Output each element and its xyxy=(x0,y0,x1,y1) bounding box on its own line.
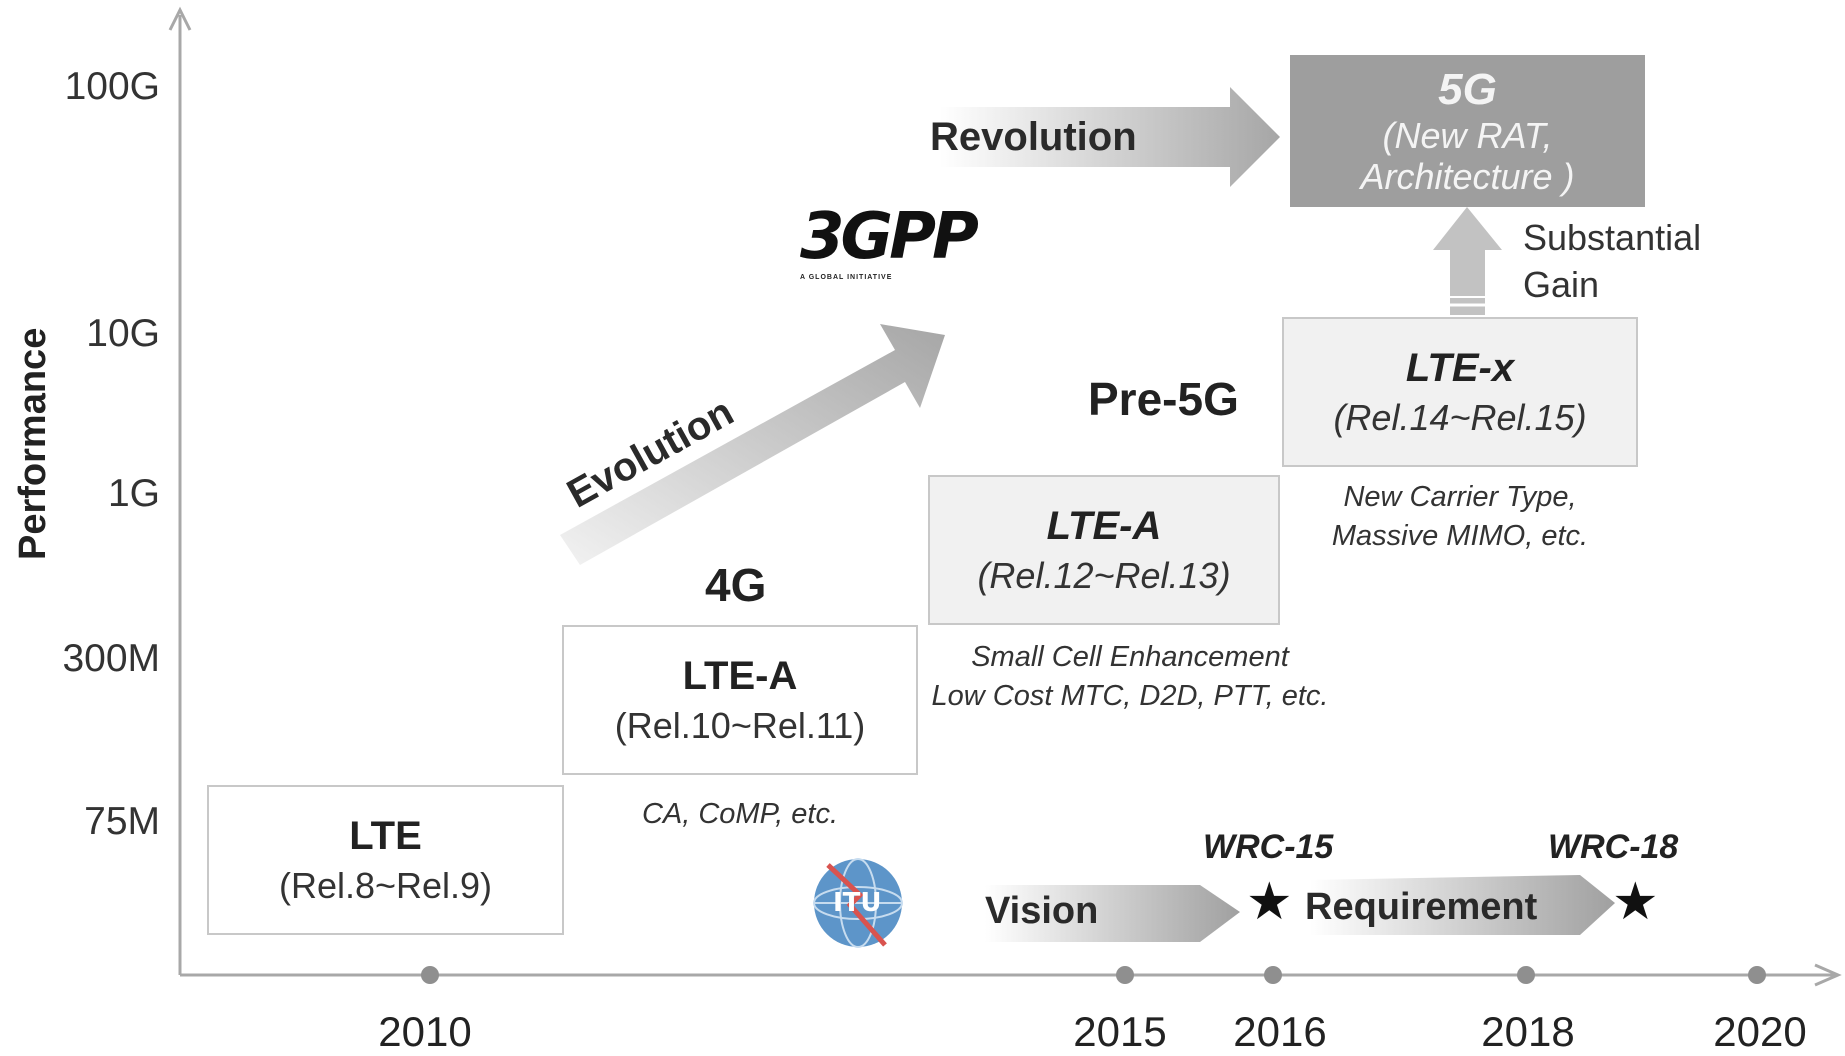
x-tick-2018: 2018 xyxy=(1481,1008,1575,1055)
lte-x-title: LTE-x xyxy=(1405,345,1515,390)
x-dot-2015 xyxy=(1116,966,1134,984)
wrc-15-label: WRC-15 xyxy=(1203,828,1334,866)
y-tick-75m: 75M xyxy=(84,800,160,843)
stage-pre-5g-label: Pre-5G xyxy=(1088,373,1239,425)
evolution-arrow xyxy=(560,324,945,565)
lte-a-pre5g-title: LTE-A xyxy=(1046,503,1162,548)
wrc-18-label: WRC-18 xyxy=(1548,828,1679,866)
lte-release: (Rel.8~Rel.9) xyxy=(278,864,493,906)
lte-a-4g-title: LTE-A xyxy=(682,653,798,698)
vision-arrow xyxy=(985,885,1240,942)
requirement-label: Requirement xyxy=(1305,886,1538,928)
itu-logo-text: ITU xyxy=(833,888,882,918)
lte-a-pre5g-note-line1: Small Cell Enhancement xyxy=(971,641,1289,673)
x-tick-2020: 2020 xyxy=(1713,1008,1807,1055)
wrc-15-star-icon: ★ xyxy=(1246,873,1293,931)
x-axis-arrowhead xyxy=(1814,963,1842,987)
y-axis-arrowhead xyxy=(168,6,192,31)
lte-box: LTE (Rel.8~Rel.9) xyxy=(207,785,564,935)
lte-x-release: (Rel.14~Rel.15) xyxy=(1333,396,1587,438)
5g-line1: (New RAT, xyxy=(1382,114,1553,156)
x-dot-2018 xyxy=(1517,966,1535,984)
stage-4g-label: 4G xyxy=(705,559,767,611)
lte-x-note-line2: Massive MIMO, etc. xyxy=(1331,520,1589,553)
lte-x-box: LTE-x (Rel.14~Rel.15) xyxy=(1282,317,1638,467)
5g-title: 5G xyxy=(1438,64,1497,114)
y-tick-300m: 300M xyxy=(62,637,160,680)
x-dot-2010 xyxy=(421,966,439,984)
substantial-gain-label: Substantial Gain xyxy=(1523,215,1701,309)
wrc-18-star-icon: ★ xyxy=(1612,873,1659,931)
revolution-label: Revolution xyxy=(930,115,1137,159)
substantial-gain-arrow xyxy=(1433,207,1502,315)
y-tick-10g: 10G xyxy=(86,312,160,355)
x-tick-2010: 2010 xyxy=(378,1008,472,1055)
x-tick-2015: 2015 xyxy=(1073,1008,1167,1055)
revolution-arrow xyxy=(940,87,1280,187)
lte-a-pre5g-box: LTE-A (Rel.12~Rel.13) xyxy=(928,475,1280,625)
lte-a-4g-note: CA, CoMP, etc. xyxy=(641,798,839,830)
lte-x-note: New Carrier Type, Massive MIMO, etc. xyxy=(1290,478,1630,556)
lte-a-4g-release: (Rel.10~Rel.11) xyxy=(614,704,866,746)
substantial-gain-line1: Substantial xyxy=(1523,217,1702,258)
x-tick-2016: 2016 xyxy=(1233,1008,1327,1055)
lte-a-pre5g-release: (Rel.12~Rel.13) xyxy=(977,554,1231,596)
y-axis-title: Performance xyxy=(12,327,54,560)
lte-x-note-line1: New Carrier Type, xyxy=(1343,481,1577,513)
5g-line2: Architecture ) xyxy=(1360,156,1575,197)
requirement-arrow xyxy=(1310,875,1615,935)
substantial-gain-line2: Gain xyxy=(1523,263,1600,305)
lte-a-pre5g-note: Small Cell Enhancement Low Cost MTC, D2D… xyxy=(900,638,1360,716)
lte-a-pre5g-note-line2: Low Cost MTC, D2D, PTT, etc. xyxy=(931,680,1329,713)
y-tick-100g: 100G xyxy=(64,65,160,108)
3gpp-logo: 3GPP A GLOBAL INITIATIVE xyxy=(800,200,979,281)
5g-box: 5G (New RAT, Architecture ) xyxy=(1290,55,1645,207)
y-tick-1g: 1G xyxy=(107,472,160,515)
lte-a-4g-box: LTE-A (Rel.10~Rel.11) xyxy=(562,625,918,775)
x-dot-2016 xyxy=(1264,966,1282,984)
vision-label: Vision xyxy=(985,890,1099,932)
itu-logo-globe xyxy=(813,858,903,948)
x-dot-2020 xyxy=(1748,966,1766,984)
lte-title: LTE xyxy=(349,813,422,858)
